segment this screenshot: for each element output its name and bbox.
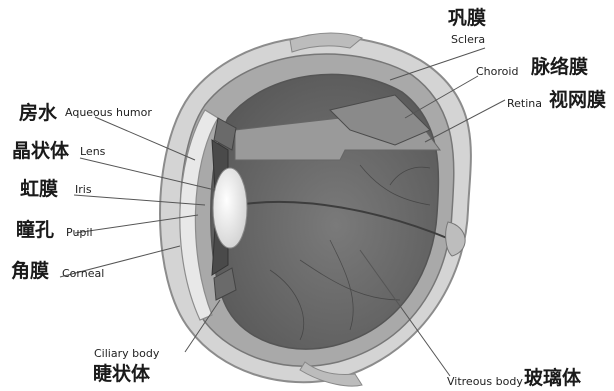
label-choroid-en: Choroid bbox=[476, 66, 518, 77]
label-ciliary-en: Ciliary body bbox=[94, 348, 159, 359]
label-choroid-zh: 脉络膜 bbox=[531, 58, 588, 77]
label-pupil-zh: 瞳孔 bbox=[16, 221, 54, 240]
label-aqueous-zh: 房水 bbox=[19, 104, 57, 123]
label-pupil-en: Pupil bbox=[66, 227, 93, 238]
label-sclera-zh: 巩膜 bbox=[448, 9, 486, 28]
label-cornea-zh: 角膜 bbox=[11, 262, 49, 281]
lens-shape bbox=[213, 168, 247, 248]
label-ciliary-zh: 睫状体 bbox=[93, 365, 150, 384]
label-vitreous-zh: 玻璃体 bbox=[524, 369, 581, 388]
label-lens-zh: 晶状体 bbox=[12, 142, 69, 161]
label-lens-en: Lens bbox=[80, 146, 105, 157]
label-sclera-en: Sclera bbox=[451, 34, 485, 45]
label-iris-zh: 虹膜 bbox=[20, 180, 58, 199]
label-retina-en: Retina bbox=[507, 98, 542, 109]
label-retina-zh: 视网膜 bbox=[549, 91, 606, 110]
label-cornea-en: Corneal bbox=[62, 268, 104, 279]
label-aqueous-en: Aqueous humor bbox=[65, 107, 152, 118]
label-iris-en: Iris bbox=[75, 184, 92, 195]
label-vitreous-en: Vitreous body bbox=[447, 376, 523, 387]
